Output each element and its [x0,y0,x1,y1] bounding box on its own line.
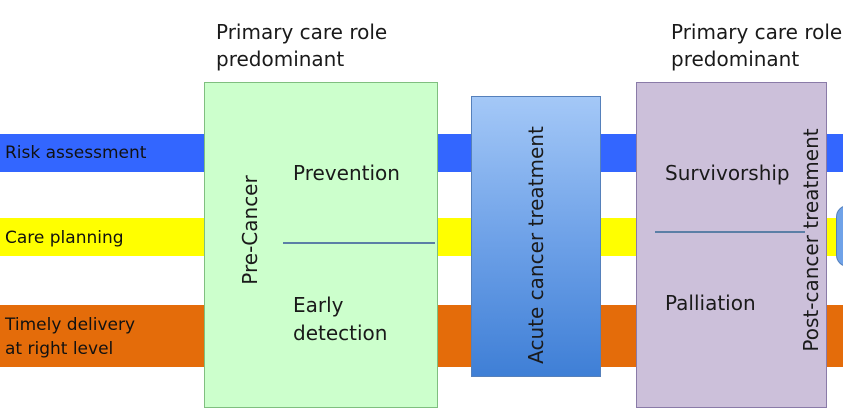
acute-treatment-title: Acute cancer treatment [524,126,548,364]
right-header-line2: predominant [671,47,800,71]
band-label-care-planning: Care planning [5,228,124,248]
palliation-label: Palliation [665,291,756,315]
left-header-line2: predominant [216,47,345,71]
acute-treatment-box [471,96,601,377]
left-header: Primary care role predominant [216,19,387,73]
band-label-timely-delivery: Timely delivery at right level [5,313,135,361]
post-cancer-divider [655,231,805,233]
early-detection-line1: Early [293,293,344,317]
band-label-timely-line2: at right level [5,339,114,359]
offscreen-shape-edge [836,205,843,267]
post-cancer-title: Post-cancer treatment [799,128,823,352]
early-detection-label: Early detection [293,291,387,347]
right-header-line1: Primary care role [671,20,843,44]
pre-cancer-title: Pre-Cancer [238,175,262,285]
post-cancer-box [636,82,827,408]
survivorship-label: Survivorship [665,161,790,185]
band-label-timely-line1: Timely delivery [5,315,136,335]
early-detection-line2: detection [293,321,388,345]
pre-cancer-box [204,82,438,408]
pre-cancer-divider [283,242,435,244]
band-label-risk-assessment: Risk assessment [5,143,147,163]
left-header-line1: Primary care role [216,20,388,44]
prevention-label: Prevention [293,161,400,185]
right-header: Primary care role predominant [671,19,842,73]
